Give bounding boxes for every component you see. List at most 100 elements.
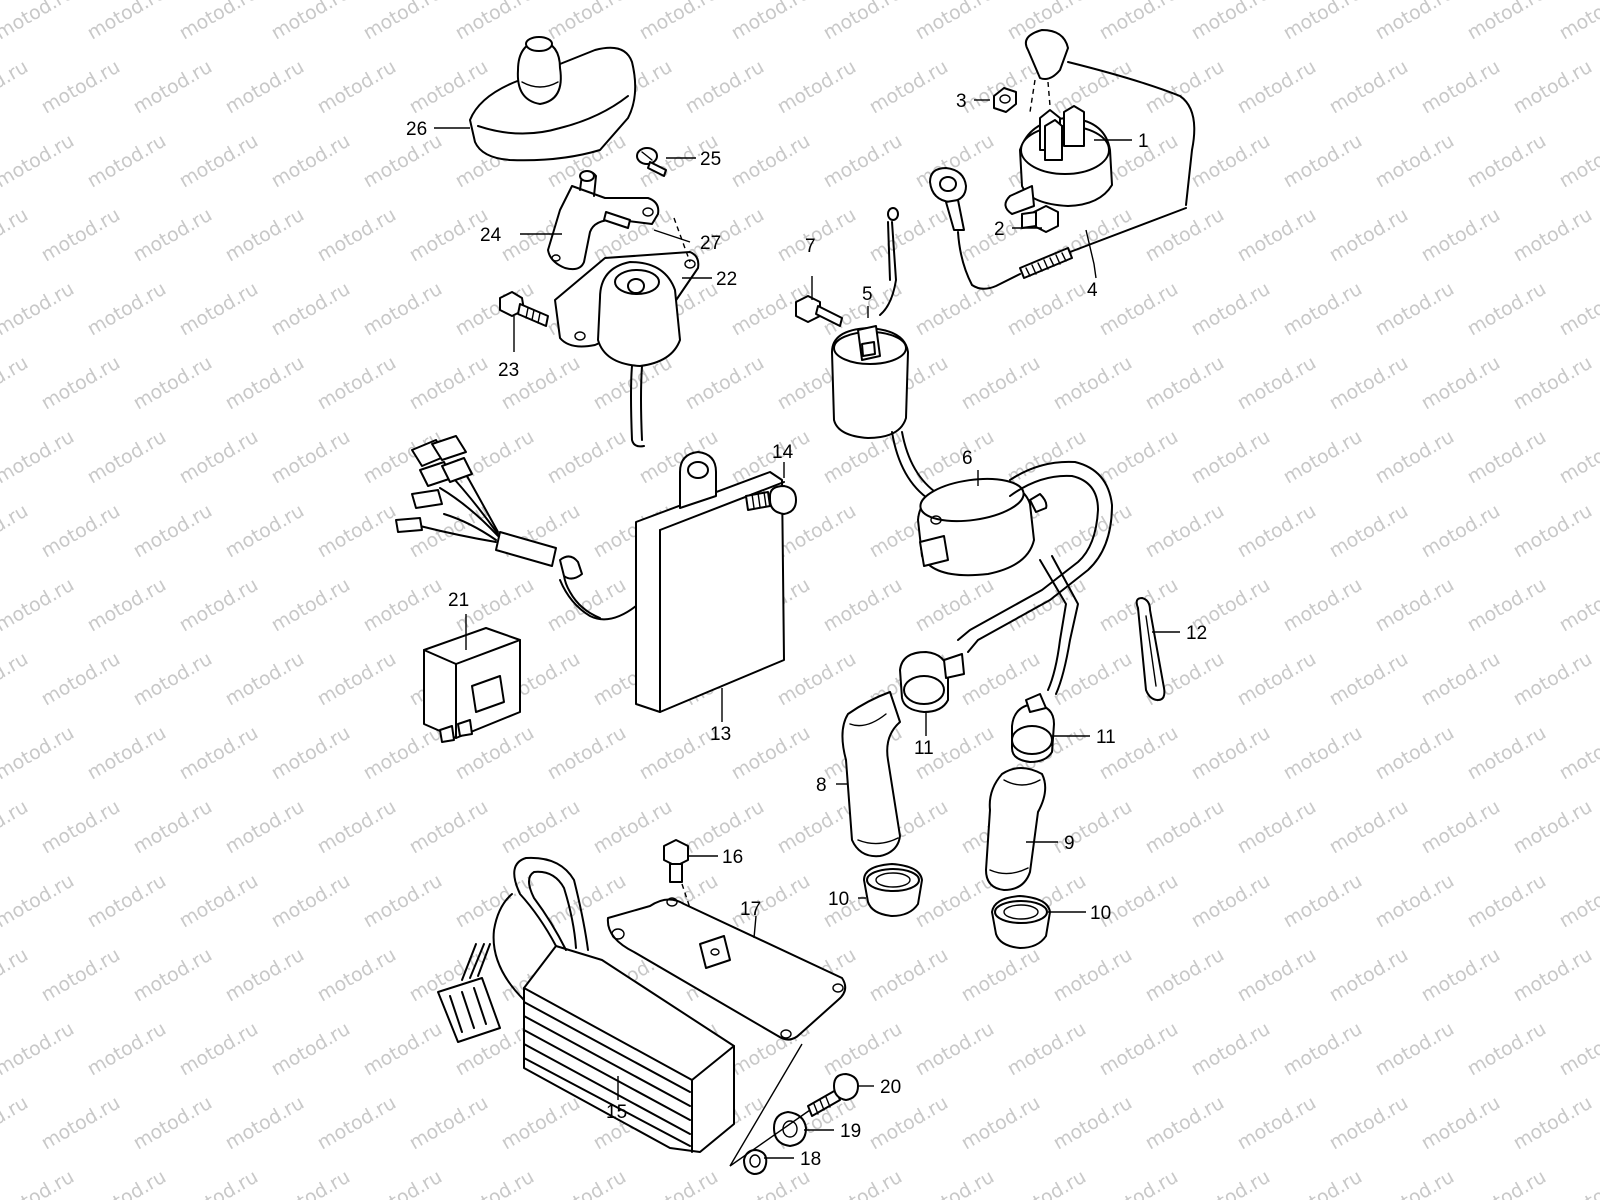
callout-4: 4: [1087, 280, 1098, 301]
watermark-text: motod.ru: [1326, 648, 1412, 711]
part-7-bolt: [795, 295, 843, 327]
part-2-bolt: [1021, 205, 1059, 233]
watermark-text: motod.ru: [452, 426, 538, 489]
watermark-text: motod.ru: [38, 944, 124, 1007]
watermark-text: motod.ru: [84, 722, 170, 785]
watermark-text: motod.ru: [360, 870, 446, 933]
watermark-text: motod.ru: [1096, 278, 1182, 341]
watermark-text: motod.ru: [268, 278, 354, 341]
watermark-text: motod.ru: [222, 944, 308, 1007]
watermark-text: motod.ru: [912, 278, 998, 341]
watermark-text: motod.ru: [1510, 56, 1596, 119]
watermark-text: motod.ru: [452, 0, 538, 44]
watermark-text: motod.ru: [1188, 426, 1274, 489]
callout-22: 22: [716, 269, 737, 290]
watermark-text: motod.ru: [84, 130, 170, 193]
part-11-plug-cap-left: [899, 651, 965, 713]
part-19-washer: [773, 1111, 807, 1147]
watermark-text: motod.ru: [38, 204, 124, 267]
watermark-text: motod.ru: [958, 352, 1044, 415]
watermark-text: motod.ru: [866, 204, 952, 267]
watermark-text: motod.ru: [544, 1166, 630, 1200]
watermark-text: motod.ru: [38, 352, 124, 415]
callout-17: 17: [740, 899, 761, 920]
part-6-ignition-coil: [891, 431, 1113, 695]
watermark-text: motod.ru: [1096, 0, 1182, 44]
watermark-text: motod.ru: [176, 426, 262, 489]
watermark-text: motod.ru: [1050, 500, 1136, 563]
part-20-bolt: [807, 1073, 859, 1117]
watermark-text: motod.ru: [268, 1018, 354, 1081]
watermark-text: motod.ru: [222, 648, 308, 711]
watermark-text: motod.ru: [1326, 1092, 1412, 1155]
watermark-text: motod.ru: [222, 352, 308, 415]
watermark-text: motod.ru: [84, 574, 170, 637]
watermark-text: motod.ru: [1234, 56, 1320, 119]
callout-15: 15: [606, 1102, 627, 1123]
watermark-text: motod.ru: [1418, 352, 1504, 415]
part-14-screw: [745, 485, 797, 515]
watermark-text: motod.ru: [1464, 0, 1550, 44]
part-26-rubber-boot: [469, 36, 637, 162]
callout-10a: 10: [828, 889, 849, 910]
watermark-text: motod.ru: [1418, 648, 1504, 711]
watermark-text: motod.ru: [1004, 1018, 1090, 1081]
part-3-nut: [993, 87, 1017, 113]
watermark-text: motod.ru: [912, 0, 998, 44]
watermark-text: motod.ru: [1188, 0, 1274, 44]
watermark-text: motod.ru: [176, 574, 262, 637]
watermark-text: motod.ru: [0, 574, 78, 637]
watermark-text: motod.ru: [84, 1166, 170, 1200]
watermark-text: motod.ru: [1464, 1166, 1550, 1200]
watermark-text: motod.ru: [820, 574, 906, 637]
callout-24: 24: [480, 225, 502, 246]
watermark-text: motod.ru: [1510, 352, 1596, 415]
watermark-text: motod.ru: [84, 1018, 170, 1081]
watermark-text: motod.ru: [0, 944, 32, 1007]
part-12-clip: [1135, 597, 1166, 701]
part-9-lead-tube: [985, 767, 1047, 891]
watermark-text: motod.ru: [1326, 500, 1412, 563]
part-15-regulator: [437, 856, 735, 1153]
watermark-text: motod.ru: [222, 204, 308, 267]
watermark-text: motod.ru: [38, 796, 124, 859]
part-22-sensor-assembly: [554, 251, 700, 448]
callout-14: 14: [772, 442, 794, 463]
part-21-relay: [423, 627, 521, 743]
watermark-text: motod.ru: [130, 1092, 216, 1155]
watermark-text: motod.ru: [1234, 1092, 1320, 1155]
assembly-guide-line: [729, 1109, 811, 1167]
watermark-text: motod.ru: [360, 722, 446, 785]
watermark-text: motod.ru: [314, 648, 400, 711]
watermark-text: motod.ru: [1142, 796, 1228, 859]
watermark-text: motod.ru: [774, 648, 860, 711]
callout-5: 5: [862, 284, 873, 305]
watermark-text: motod.ru: [314, 352, 400, 415]
watermark-text: motod.ru: [1464, 574, 1550, 637]
callout-19: 19: [840, 1121, 861, 1142]
watermark-text: motod.ru: [1326, 796, 1412, 859]
watermark-text: motod.ru: [1188, 1166, 1274, 1200]
watermark-text: motod.ru: [130, 648, 216, 711]
watermark-text: motod.ru: [1234, 500, 1320, 563]
watermark-text: motod.ru: [1464, 130, 1550, 193]
watermark-text: motod.ru: [774, 796, 860, 859]
watermark-text: motod.ru: [268, 1166, 354, 1200]
callout-labels: 1 2 3 4 5 6 7 8 9 10 10 11 11 12 13 14 1…: [406, 91, 1207, 1170]
part-5-terminal: [879, 207, 899, 316]
watermark-text: motod.ru: [360, 1166, 446, 1200]
callout-7: 7: [805, 236, 816, 257]
watermark-text: motod.ru: [1280, 722, 1366, 785]
watermark-text: motod.ru: [314, 796, 400, 859]
watermark-text: motod.ru: [360, 574, 446, 637]
watermark-text: motod.ru: [1234, 352, 1320, 415]
watermark-text: motod.ru: [268, 0, 354, 44]
watermark-text: motod.ru: [1418, 944, 1504, 1007]
watermark-text: motod.ru: [1188, 1018, 1274, 1081]
watermark-text: motod.ru: [544, 574, 630, 637]
callout-10b: 10: [1090, 903, 1111, 924]
watermark-text: motod.ru: [1142, 352, 1228, 415]
watermark-text: motod.ru: [820, 1166, 906, 1200]
watermark-text: motod.ru: [1464, 1018, 1550, 1081]
watermark-text: motod.ru: [176, 722, 262, 785]
